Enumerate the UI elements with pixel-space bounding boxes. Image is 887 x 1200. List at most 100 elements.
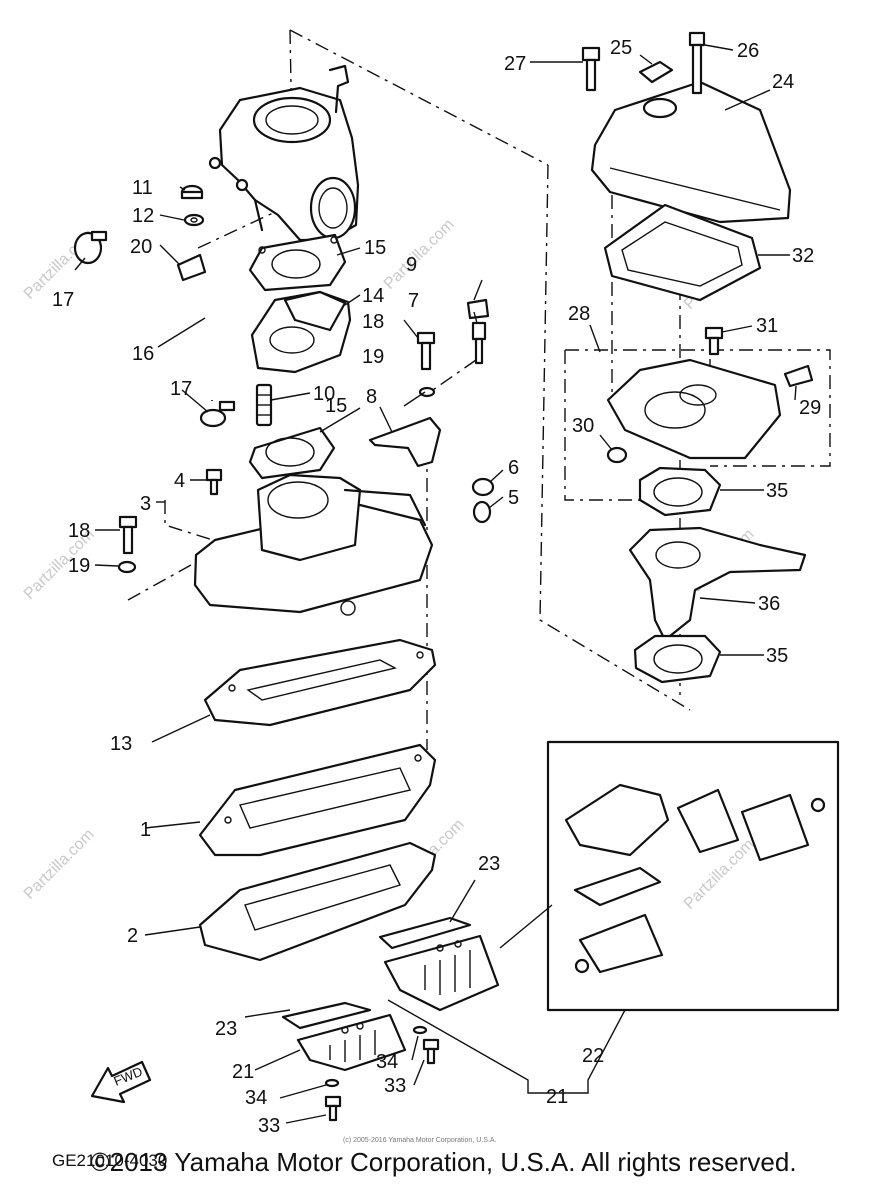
gasket-35-upper xyxy=(638,466,722,517)
leader-lines xyxy=(74,44,797,1124)
callout-36: 36 xyxy=(758,593,780,615)
callout-32: 32 xyxy=(792,245,814,267)
callout-34-right: 34 xyxy=(376,1051,398,1073)
gasket-32 xyxy=(603,203,762,302)
fitting-5 xyxy=(472,500,492,524)
callout-30: 30 xyxy=(572,415,594,437)
reed-valve-21-right xyxy=(383,934,500,1012)
callout-13: 13 xyxy=(110,733,132,755)
watermark: Partzilla.com xyxy=(381,216,458,293)
plate-25 xyxy=(638,60,674,84)
callout-22: 22 xyxy=(582,1045,604,1067)
callout-31: 31 xyxy=(756,315,778,337)
callout-29: 29 xyxy=(799,397,821,419)
callout-15-lower: 15 xyxy=(325,395,347,417)
gasket-13 xyxy=(203,638,437,727)
callout-21-right: 21 xyxy=(546,1086,568,1108)
washer-34-right xyxy=(412,1025,428,1035)
callout-27: 27 xyxy=(504,53,526,75)
callout-1: 1 xyxy=(140,819,151,841)
callout-18-center: 18 xyxy=(362,311,384,333)
cover-24 xyxy=(590,80,792,224)
callout-16: 16 xyxy=(132,343,154,365)
washer-19-left xyxy=(117,560,137,574)
fitting-29 xyxy=(783,364,814,388)
callout-17-upper: 17 xyxy=(52,289,74,311)
plug-30 xyxy=(606,446,628,464)
bolt-27 xyxy=(581,46,601,92)
reed-valve-detail-inset xyxy=(546,740,840,1012)
intake-manifold-3 xyxy=(193,473,434,616)
reed-valve-21-left xyxy=(296,1013,407,1072)
watermark: Partzilla.com xyxy=(21,826,98,903)
body-28 xyxy=(606,358,782,460)
callout-7: 7 xyxy=(408,290,419,312)
callout-6: 6 xyxy=(508,457,519,479)
callout-11: 11 xyxy=(132,177,153,199)
bolt-33-left xyxy=(324,1095,342,1122)
gasket-15-lower xyxy=(248,426,336,480)
callout-4: 4 xyxy=(174,470,185,492)
callout-21-left: 21 xyxy=(232,1061,254,1083)
washer-34-left xyxy=(324,1078,340,1088)
callout-15-upper: 15 xyxy=(364,237,386,259)
callout-19-center: 19 xyxy=(362,346,384,368)
bolt-18-left xyxy=(118,515,138,555)
diagram-code: GE21010-4030 xyxy=(52,1151,167,1170)
callout-14: 14 xyxy=(362,285,384,307)
clip-20 xyxy=(176,253,207,282)
copyright-notice: ©2013 Yamaha Motor Corporation, U.S.A. A… xyxy=(90,1147,797,1177)
callout-35-lower: 35 xyxy=(766,645,788,667)
washer-12 xyxy=(183,213,205,227)
callout-23-left: 23 xyxy=(215,1018,237,1040)
fitting-7 xyxy=(471,321,487,365)
callout-24: 24 xyxy=(772,71,794,93)
callouts: 1 2 3 4 5 6 7 8 9 10 11 12 13 14 15 15 1… xyxy=(52,37,821,1137)
callout-35-upper: 35 xyxy=(766,480,788,502)
callout-19-left: 19 xyxy=(68,555,90,577)
bolt-26 xyxy=(688,31,706,95)
gasket-23-right xyxy=(378,916,472,950)
exhaust-adapter-14 xyxy=(250,290,352,374)
bolt-18-center xyxy=(416,331,436,371)
small-copyright: (c) 2005-2016 Yamaha Motor Corporation, … xyxy=(343,1137,496,1144)
callout-18-left: 18 xyxy=(68,520,90,542)
gasket-15-upper xyxy=(248,233,347,292)
bracket-8 xyxy=(368,416,442,468)
hose-clamp-17-upper xyxy=(73,230,108,265)
callout-28: 28 xyxy=(568,303,590,325)
washer-19-center xyxy=(418,386,436,398)
reed-body-1 xyxy=(198,743,437,857)
callout-12: 12 xyxy=(132,205,154,227)
callout-33-left: 33 xyxy=(258,1115,280,1137)
bolt-31 xyxy=(704,326,724,356)
fwd-arrow-icon: FWD xyxy=(90,1060,152,1104)
gasket-23-left xyxy=(281,1001,372,1030)
callout-34-left: 34 xyxy=(245,1087,267,1109)
gasket-2 xyxy=(198,841,437,962)
callout-9: 9 xyxy=(406,254,417,276)
stud-10 xyxy=(255,383,273,427)
callout-2: 2 xyxy=(127,925,138,947)
gasket-35-lower xyxy=(633,634,722,684)
callout-23-right: 23 xyxy=(478,853,500,875)
assembly-lines xyxy=(127,29,831,750)
grommet-6 xyxy=(471,477,495,497)
bolt-4 xyxy=(205,468,223,496)
callout-8: 8 xyxy=(366,386,377,408)
callout-5: 5 xyxy=(508,487,519,509)
callout-33-right: 33 xyxy=(384,1075,406,1097)
callout-17-lower: 17 xyxy=(170,378,192,400)
callout-26: 26 xyxy=(737,40,759,62)
bracket-36 xyxy=(628,526,807,642)
exhaust-manifold xyxy=(208,64,360,242)
callout-3: 3 xyxy=(140,493,151,515)
nut-11 xyxy=(180,184,204,200)
cap-9 xyxy=(466,298,490,320)
callout-20: 20 xyxy=(130,236,152,258)
watermark: Partzilla.com xyxy=(681,836,758,913)
bolt-33-right xyxy=(422,1038,440,1065)
hose-clamp-17-lower xyxy=(199,400,236,428)
callout-10: 10 xyxy=(313,383,335,405)
